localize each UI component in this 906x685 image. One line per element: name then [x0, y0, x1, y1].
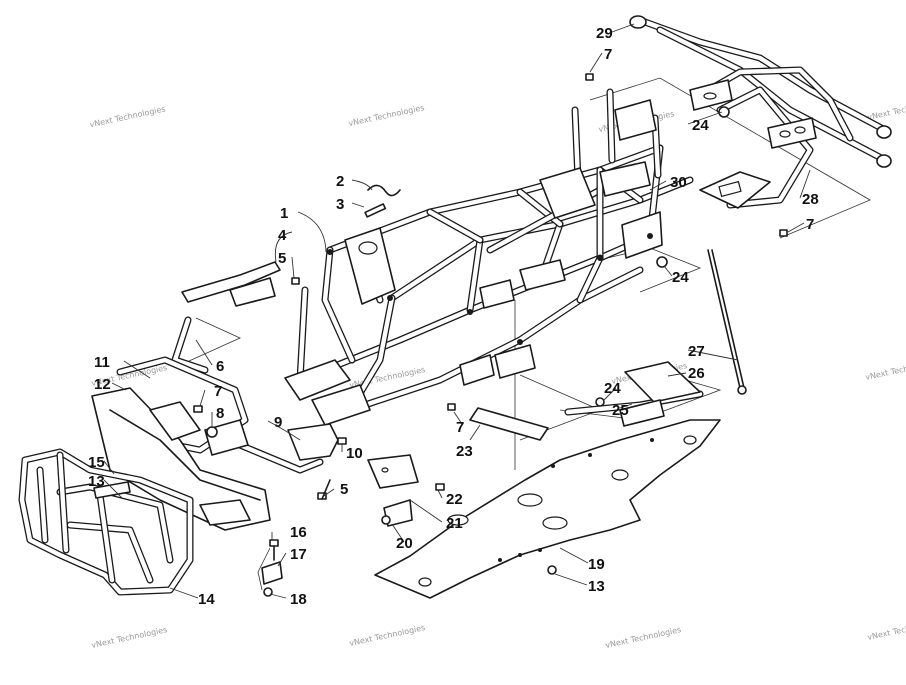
- nut: [206, 426, 218, 438]
- nut: [718, 106, 730, 118]
- nut: [263, 587, 273, 597]
- callout-22: 22: [446, 491, 463, 508]
- callout-19: 19: [588, 556, 605, 573]
- main-frame: [284, 88, 694, 426]
- watermark-text: vNext Technologies: [867, 617, 906, 642]
- callout-28: 28: [802, 191, 819, 208]
- watermark: vNext Technologies: [348, 103, 425, 128]
- bolt: [435, 483, 445, 491]
- callout-6: 6: [216, 358, 224, 375]
- nut: [381, 515, 391, 525]
- washer: [364, 203, 387, 218]
- callout-29: 29: [596, 25, 613, 42]
- callout-labels: 1 2 3 4 5 5 5 6 7 7 7 7 7 8 9 10 11 12 1…: [88, 25, 819, 608]
- small-parts: [193, 73, 788, 597]
- support-rod: [707, 249, 747, 395]
- front-brackets: [171, 261, 281, 374]
- watermark: vNext Technologies: [349, 623, 426, 648]
- callout-4: 4: [278, 227, 287, 244]
- watermark: vNext Technologies: [867, 97, 906, 122]
- bolt: [779, 229, 788, 237]
- bolt: [585, 73, 594, 81]
- callout-9: 9: [274, 414, 282, 431]
- assembly-guide-lines: [177, 77, 871, 591]
- brush-guard: [18, 448, 194, 596]
- callout-1: 1: [280, 205, 288, 222]
- watermark: vNext Technologies: [605, 625, 682, 650]
- bolt: [447, 403, 456, 411]
- callout-13a: 13: [88, 473, 105, 490]
- bolt: [269, 539, 279, 561]
- watermark-text: vNext Technologies: [349, 623, 426, 648]
- watermark-text: vNext Technologies: [605, 625, 682, 650]
- watermark-text: vNext Technologies: [91, 625, 168, 650]
- watermarks: vNext Technologies vNext Technologies vN…: [89, 97, 906, 650]
- front-bumper: [91, 356, 324, 531]
- watermark-text: vNext Technologies: [89, 104, 166, 129]
- watermark-text: vNext Technologies: [867, 97, 906, 122]
- callout-7c: 7: [604, 46, 612, 63]
- callout-7d: 7: [806, 216, 814, 233]
- callout-27: 27: [688, 343, 705, 360]
- callout-24a: 24: [604, 380, 621, 397]
- bolt: [193, 405, 203, 413]
- callout-24c: 24: [692, 117, 709, 134]
- callout-20: 20: [396, 535, 413, 552]
- watermark: vNext Technologies: [89, 104, 166, 129]
- callout-30: 30: [670, 174, 687, 191]
- bolt: [317, 479, 331, 500]
- callout-15: 15: [88, 454, 105, 471]
- watermark: vNext Technologies: [867, 617, 906, 642]
- callout-10: 10: [346, 445, 363, 462]
- callout-17: 17: [290, 546, 307, 563]
- callout-12: 12: [94, 376, 111, 393]
- rear-rack: [629, 15, 892, 209]
- callout-18: 18: [290, 591, 307, 608]
- callout-7a: 7: [214, 383, 222, 400]
- leader-lines: [103, 23, 811, 599]
- spring-clip: [367, 184, 401, 197]
- callout-2: 2: [336, 173, 344, 190]
- callout-5b: 5: [340, 481, 348, 498]
- bolt: [337, 437, 347, 445]
- decal-strip: [469, 407, 549, 441]
- callout-8: 8: [216, 405, 224, 422]
- nut: [656, 256, 668, 268]
- callout-23: 23: [456, 443, 473, 460]
- callout-14: 14: [198, 591, 215, 608]
- skid-plate: [374, 419, 721, 599]
- bolt: [291, 277, 300, 285]
- nut: [595, 397, 605, 407]
- callout-24b: 24: [672, 269, 689, 286]
- callout-7b: 7: [456, 419, 464, 436]
- callout-26: 26: [688, 365, 705, 382]
- callout-3: 3: [336, 196, 344, 213]
- callout-11: 11: [94, 354, 110, 371]
- callout-25: 25: [612, 402, 629, 419]
- callout-16: 16: [290, 524, 307, 541]
- callout-21: 21: [446, 515, 463, 532]
- watermark: vNext Technologies: [91, 625, 168, 650]
- watermark-text: vNext Technologies: [348, 103, 425, 128]
- rear-skid-bracket: [564, 361, 704, 427]
- watermark: vNext Technologies: [865, 357, 906, 382]
- callout-13b: 13: [588, 578, 605, 595]
- callout-5: 5: [278, 250, 286, 267]
- watermark-text: vNext Technologies: [865, 357, 906, 382]
- nut: [547, 565, 557, 575]
